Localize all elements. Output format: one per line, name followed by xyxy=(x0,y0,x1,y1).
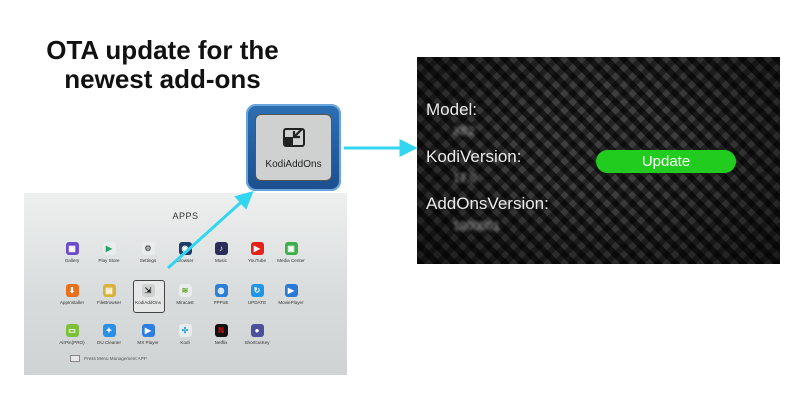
app-label: KodiAddOns xyxy=(135,300,161,305)
app-label: Miracast xyxy=(176,300,194,305)
movie-player-icon: ▶ xyxy=(284,284,298,297)
youtube-icon: ▶ xyxy=(250,242,264,255)
app-media-center[interactable]: ▣ Media Center xyxy=(267,242,315,263)
app-kodi-addons[interactable]: ⇲ KodiAddOns xyxy=(124,280,172,313)
app-label: Music xyxy=(215,258,227,263)
app-youtube[interactable]: ▶ YouTube xyxy=(233,242,281,263)
app-installer-icon: ⬇ xyxy=(65,284,79,297)
addons-version-value: 1000001 xyxy=(453,219,500,233)
app-label: Media Center xyxy=(277,258,305,263)
kodi-icon: ✣ xyxy=(178,324,192,337)
app-movie-player[interactable]: ▶ MoviePlayer xyxy=(267,284,315,305)
app-label: Play Store xyxy=(98,258,120,263)
menu-key-icon xyxy=(70,355,80,362)
app-label: UPDATE xyxy=(247,300,267,305)
kodi-addons-tile-label: KodiAddOns xyxy=(265,159,322,170)
model-label: Model: xyxy=(426,100,478,119)
app-label: AppInstaller xyxy=(59,300,85,305)
app-file-browser[interactable]: ▤ FileBrowser xyxy=(85,284,133,305)
kodi-version-label: KodiVersion: xyxy=(426,147,522,166)
shortcut-key-icon: ● xyxy=(250,324,264,337)
kodi-addons-tile[interactable]: KodiAddOns xyxy=(255,114,332,181)
addons-version-label: AddOnsVersion: xyxy=(426,194,549,213)
app-music[interactable]: ♪ Music xyxy=(197,242,245,263)
update-button[interactable]: Update xyxy=(596,150,736,173)
headline-line-1: OTA update for the xyxy=(46,35,279,65)
app-update[interactable]: ↻ UPDATE xyxy=(233,284,281,305)
kodi-addons-zoom-tile[interactable]: KodiAddOns xyxy=(246,104,341,191)
app-label: DU Cleaner xyxy=(97,340,121,345)
app-du-cleaner[interactable]: ✦ DU Cleaner xyxy=(85,324,133,345)
app-label: MX Player xyxy=(137,340,159,345)
launcher-title: APPS xyxy=(172,211,199,221)
app-label: FileBrowser xyxy=(96,300,122,305)
update-icon: ↻ xyxy=(250,284,264,297)
netflix-icon: N xyxy=(214,324,228,337)
arrow-to-tile xyxy=(166,190,254,270)
app-label: MoviePlayer xyxy=(278,300,304,305)
media-center-icon: ▣ xyxy=(284,242,298,255)
app-kodi[interactable]: ✣ Kodi xyxy=(161,324,209,345)
app-label: AirPin(PRO) xyxy=(59,340,85,345)
app-mx-player[interactable]: ▶ MX Player xyxy=(124,324,172,345)
app-label: ShortcutKey xyxy=(244,340,270,345)
kodi-addons-icon xyxy=(282,128,305,147)
app-label: Netflix xyxy=(214,340,228,345)
app-label: Kodi xyxy=(180,340,190,345)
mx-player-icon: ▶ xyxy=(141,324,155,337)
kodi-addons-icon: ⇲ xyxy=(141,284,155,297)
model-value: X82 xyxy=(453,124,475,138)
app-label: PPPoE xyxy=(213,300,229,305)
app-pppoe[interactable]: ◍ PPPoE xyxy=(197,284,245,305)
app-settings[interactable]: ⚙ Settings xyxy=(124,242,172,263)
launcher-footer: Press Menu Management APP xyxy=(70,355,147,362)
music-icon: ♪ xyxy=(214,242,228,255)
app-play-store[interactable]: ▶ Play Store xyxy=(85,242,133,263)
pppoe-icon: ◍ xyxy=(214,284,228,297)
gallery-icon: ▦ xyxy=(65,242,79,255)
app-app-installer[interactable]: ⬇ AppInstaller xyxy=(48,284,96,305)
addons-info-panel: Model: X82 KodiVersion: 17.0 AddOnsVersi… xyxy=(417,57,780,264)
miracast-icon: ≋ xyxy=(178,284,192,297)
kodi-version-value: 17.0 xyxy=(453,171,477,185)
du-cleaner-icon: ✦ xyxy=(102,324,116,337)
play-store-icon: ▶ xyxy=(102,242,116,255)
app-airpin[interactable]: ▭ AirPin(PRO) xyxy=(48,324,96,345)
app-label: Gallery xyxy=(64,258,80,263)
app-gallery[interactable]: ▦ Gallery xyxy=(48,242,96,263)
airpin-icon: ▭ xyxy=(65,324,79,337)
file-browser-icon: ▤ xyxy=(102,284,116,297)
app-netflix[interactable]: N Netflix xyxy=(197,324,245,345)
app-label: Settings xyxy=(139,258,157,263)
launcher-screen: APPS ▦Gallery▶Play Store⚙Settings◉Browse… xyxy=(24,193,347,375)
headline-line-2: newest add-ons xyxy=(64,64,261,94)
app-label: YouTube xyxy=(247,258,267,263)
app-label: Browser xyxy=(176,258,194,263)
app-shortcut-key[interactable]: ● ShortcutKey xyxy=(233,324,281,345)
headline: OTA update for the newest add-ons xyxy=(20,36,305,94)
launcher-footer-text: Press Menu Management APP xyxy=(84,356,147,361)
settings-icon: ⚙ xyxy=(141,242,155,255)
app-miracast[interactable]: ≋ Miracast xyxy=(161,284,209,305)
